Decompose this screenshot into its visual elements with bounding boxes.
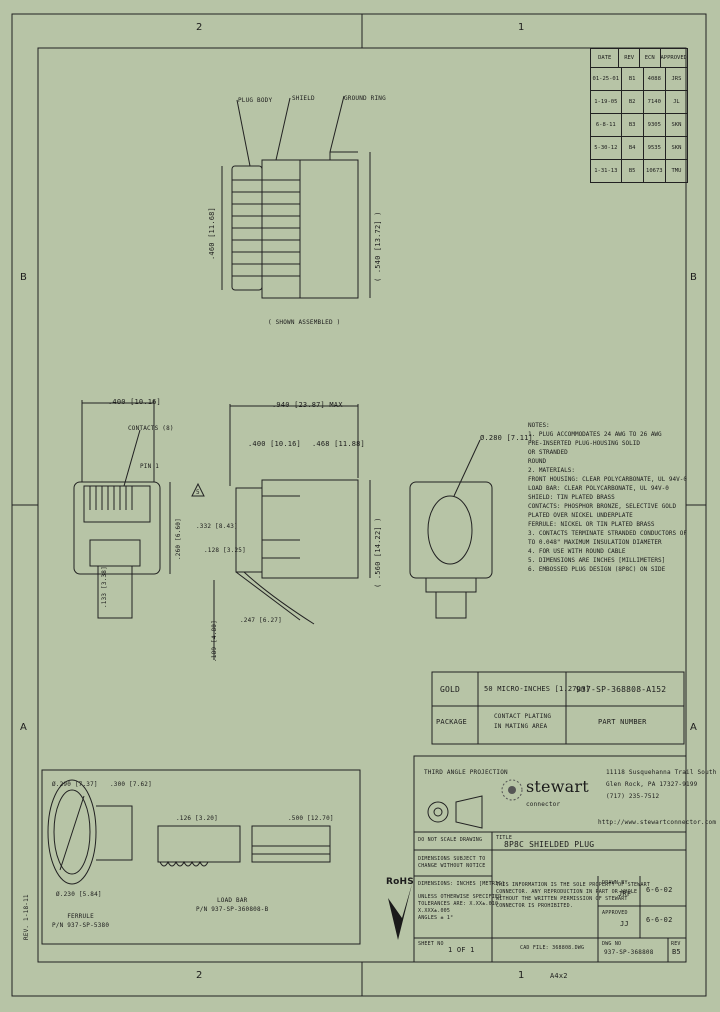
dim-ferrule-id: Ø.230 [5.84]: [56, 891, 102, 898]
sheet-format: A4x2: [550, 972, 568, 980]
dim-side-f: .247 [6.27]: [240, 617, 282, 624]
zone-low-right: A: [690, 722, 697, 733]
zone-bottom-left: 2: [196, 970, 203, 981]
drawing-title: 8P8C SHIELDED PLUG: [504, 840, 595, 849]
caption-ferrule: FERRULE P/N 937-SP-5380: [52, 913, 110, 929]
dim-side-length: .940 [23.87] MAX: [272, 401, 343, 409]
dim-loadbar-width: .126 [3.20]: [176, 815, 218, 822]
approved-by: JJ: [620, 920, 629, 928]
sheet-label: SHEET NO: [418, 941, 444, 947]
rev-value: B5: [672, 948, 681, 956]
dim-loadbar-length: .500 [12.70]: [288, 815, 334, 822]
revision-header-row: DATE REV ECN APPROVED: [591, 49, 687, 67]
rear-view: [409, 439, 493, 619]
drawn-label: DRAWN BY: [602, 880, 628, 886]
dim-front-top: .400 [10.16]: [108, 398, 161, 406]
company-phone: (717) 235-7512: [606, 793, 660, 800]
company-address-2: Glen Rock, PA 17327-9199: [606, 781, 698, 788]
sheet-number: 1 OF 1: [448, 946, 475, 954]
caption-loadbar: LOAD BAR P/N 937-SP-360808-B: [196, 897, 269, 913]
drawing-notes: NOTES: 1. PLUG ACCOMMODATES 24 AWG TO 26…: [528, 422, 687, 573]
approved-date: 6-6-02: [646, 916, 673, 924]
dim-side-e: .189 [4.80]: [211, 620, 218, 662]
dwg-label: DWG NO: [602, 941, 622, 947]
tolerances: UNLESS OTHERWISE SPECIFIED TOLERANCES AR…: [418, 894, 502, 921]
do-not-scale: DO NOT SCALE DRAWING: [418, 837, 483, 843]
title-label: TITLE: [496, 835, 513, 841]
zone-mid-right: B: [690, 272, 697, 283]
approved-label: APPROVED: [602, 910, 628, 916]
dim-side-b: .468 [11.88]: [312, 440, 365, 448]
company-logo-sub: connector: [526, 801, 561, 808]
dim-side-d: .128 [3.25]: [204, 547, 246, 554]
drawn-by: JRF: [618, 890, 632, 898]
proprietary-notice: THIS INFORMATION IS THE SOLE PROPERTY OF…: [496, 882, 651, 909]
note-marker: 5: [196, 489, 200, 496]
rohs-label: RoHS: [386, 877, 414, 887]
label-pin1: PIN 1: [140, 463, 160, 470]
label-contacts: CONTACTS (8): [128, 425, 174, 432]
order-contact-plating-header: CONTACT PLATING IN MATING AREA: [494, 713, 552, 730]
label-plug-body: PLUG BODY: [238, 97, 273, 104]
dim-ferrule-od: Ø.290 [7.37]: [52, 781, 98, 788]
dims-subject-to-change: DIMENSIONS SUBJECT TO CHANGE WITHOUT NOT…: [418, 856, 486, 869]
form-revision: REV. 1-18-11: [23, 894, 30, 940]
dim-front-tab: .133 [3.38]: [101, 566, 108, 608]
dim-rear: Ø.280 [7.11]: [480, 434, 533, 442]
company-logo-mark: [501, 779, 523, 801]
company-url[interactable]: http://www.stewartconnector.com: [598, 819, 717, 826]
dim-side-c: .332 [8.43]: [196, 523, 238, 530]
dim-top-left: .460 [11.68]: [208, 207, 216, 260]
dim-side-height: ( .560 [14.22] ): [374, 517, 382, 588]
zone-bottom-right: 1: [518, 970, 525, 981]
dwg-number: 937-SP-368808: [604, 949, 654, 956]
order-plating: GOLD: [440, 685, 461, 694]
rohs-checkmark-icon: [388, 884, 412, 940]
side-view: [191, 404, 371, 660]
zone-top-left: 2: [196, 22, 203, 33]
dim-side-a: .400 [10.16]: [248, 440, 301, 448]
company-address-1: 11118 Susquehanna Trail South: [606, 769, 717, 776]
zone-low-left: A: [20, 722, 27, 733]
order-part-number: 937-SP-368808-A152: [576, 685, 667, 694]
projection-label: THIRD ANGLE PROJECTION: [424, 769, 508, 776]
dim-top-right: ( .540 [13.72] ): [374, 211, 382, 282]
order-package-header: PACKAGE: [436, 718, 467, 726]
dim-front-height: .260 [6.60]: [175, 518, 182, 560]
caption-shown-assembled: ( SHOWN ASSEMBLED ): [268, 319, 341, 326]
order-part-number-header: PART NUMBER: [598, 718, 647, 726]
dims-units: DIMENSIONS: INCHES [METRIC]: [418, 881, 505, 887]
cad-file: CAD FILE: 368808.DWG: [520, 945, 585, 951]
dim-ferrule-len: .300 [7.62]: [110, 781, 152, 788]
zone-mid-left: B: [20, 272, 27, 283]
rev-label: REV: [671, 941, 681, 947]
top-view: [221, 95, 371, 299]
label-shield: SHIELD: [292, 95, 315, 102]
drawn-date: 6-6-02: [646, 886, 673, 894]
company-logo: stewart: [526, 777, 589, 796]
zone-top-right: 1: [518, 22, 525, 33]
label-ground-ring: GROUND RING: [344, 95, 386, 102]
order-thickness: 50 MICRO-INCHES [1.27µm]: [484, 685, 590, 693]
front-view: [73, 400, 171, 619]
